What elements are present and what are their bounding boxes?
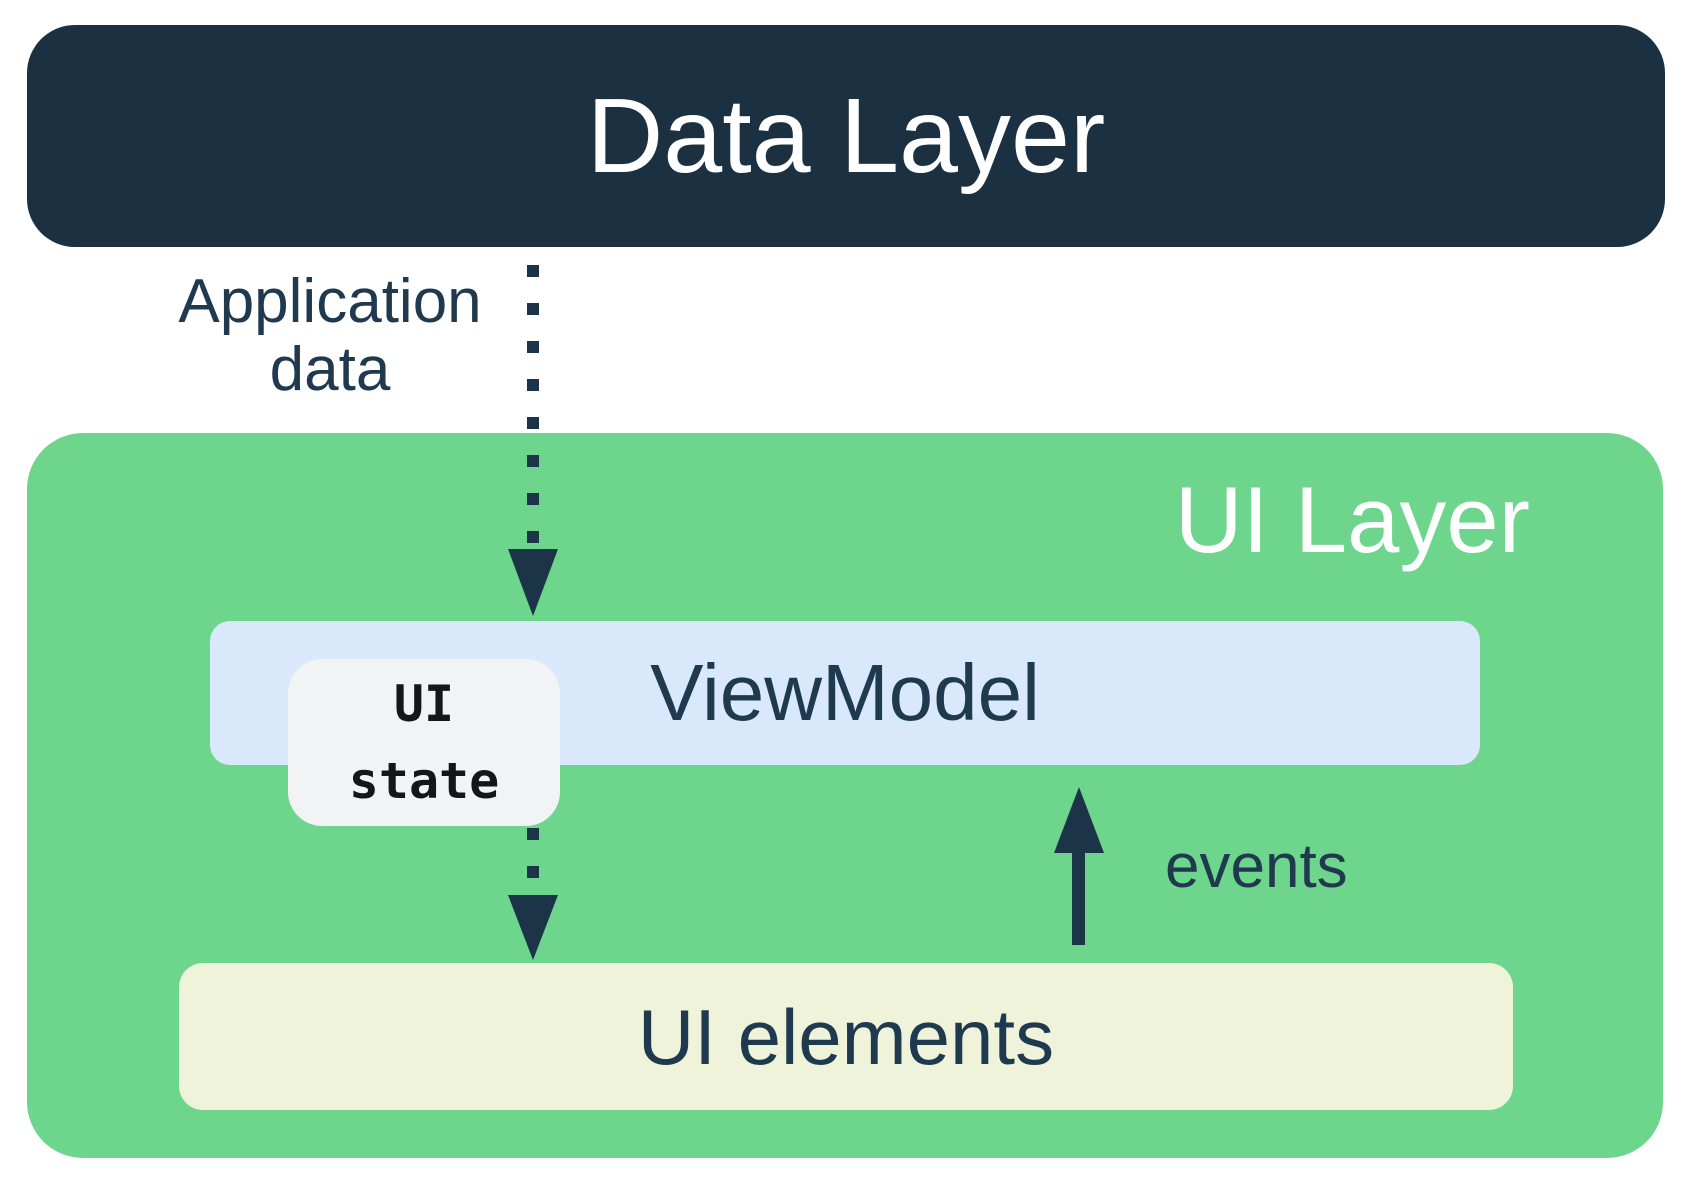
arrow-down-icon (508, 895, 558, 960)
data-layer-box: Data Layer (27, 25, 1665, 247)
ui-elements-label: UI elements (637, 992, 1055, 1081)
application-data-label-line1: Application (178, 267, 482, 336)
data-layer-label: Data Layer (586, 77, 1106, 195)
arrow-up-icon (1054, 787, 1104, 853)
application-data-label: Application data (110, 268, 550, 404)
events-arrow-shaft (1072, 850, 1085, 945)
ui-state-label: UI state (349, 666, 500, 820)
events-label: events (1165, 832, 1348, 901)
ui-state-dotted-line (527, 828, 539, 894)
arrow-down-icon (508, 549, 558, 616)
viewmodel-label: ViewModel (650, 648, 1040, 737)
application-data-label-line2: data (269, 335, 391, 404)
ui-layer-label: UI Layer (1174, 467, 1530, 572)
application-data-dotted-line (527, 265, 539, 549)
ui-state-box: UI state (288, 659, 560, 826)
ui-elements-box: UI elements (179, 963, 1513, 1110)
ui-state-label-line1: UI (393, 674, 455, 733)
ui-state-label-line2: state (348, 751, 500, 810)
